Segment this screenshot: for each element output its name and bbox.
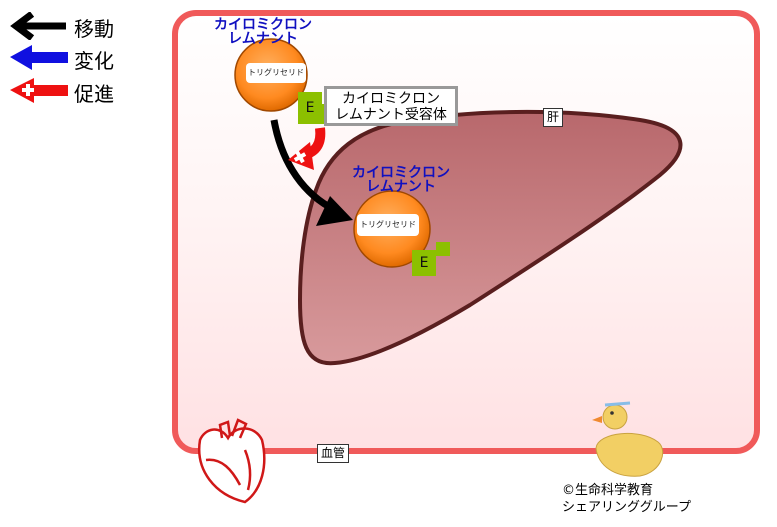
receptor-label: カイロミクロン レムナント受容体 — [324, 86, 458, 126]
receptor-label-line1: カイロミクロン — [342, 91, 440, 107]
particle-1-title-line2: レムナント — [228, 31, 298, 47]
particle-1-title: カイロミクロン レムナント — [206, 18, 320, 46]
red-plus-arrow-icon — [10, 78, 68, 103]
legend-change: 変化 — [8, 44, 148, 73]
receptor-label-line2: レムナント受容体 — [335, 107, 447, 123]
apo-e-shape-2 — [412, 242, 450, 276]
heart-icon — [197, 418, 266, 504]
black-arrow-icon — [10, 12, 66, 40]
triglyceride-label-1: トリグリセリド — [246, 63, 306, 83]
legend-move-label: 移動 — [74, 17, 114, 41]
particle-2-title-line2: レムナント — [366, 179, 436, 195]
duck-logo-icon — [592, 401, 663, 477]
apo-e-label-2: E — [419, 255, 429, 271]
legend-change-label: 変化 — [74, 49, 114, 73]
liver-label: 肝 — [543, 108, 564, 127]
blue-arrow-icon — [10, 45, 68, 70]
triglyceride-label-2: トリグリセリド — [357, 214, 419, 236]
apo-e-label-1: E — [305, 100, 315, 116]
copyright-text: ©生命科学教育 シェアリンググループ — [562, 482, 691, 516]
particle-2-title: カイロミクロン レムナント — [344, 166, 458, 194]
legend-move: 移動 — [8, 12, 148, 41]
legend-promote: 促進 — [8, 77, 148, 106]
movement-arrowhead — [316, 196, 353, 226]
promotion-plus-icon — [293, 150, 307, 164]
particle-2-title-line1: カイロミクロン — [352, 165, 450, 181]
particle-1-title-line1: カイロミクロン — [214, 17, 312, 33]
copyright-line1: ©生命科学教育 — [562, 483, 654, 498]
copyright-line2: シェアリンググループ — [562, 500, 691, 515]
vessel-label: 血管 — [317, 444, 350, 463]
movement-arrow — [270, 119, 337, 214]
legend-promote-label: 促進 — [74, 82, 114, 106]
